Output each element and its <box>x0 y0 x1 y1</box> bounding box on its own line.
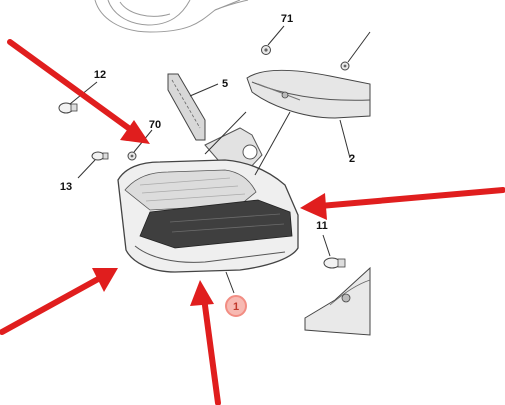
part-13-bulb <box>91 151 109 161</box>
lower-lamp-fragment <box>304 266 371 336</box>
highlight-marker <box>225 295 247 317</box>
callout-71: 71 <box>281 13 293 25</box>
callout-1: 1 <box>233 301 239 313</box>
part-71-screw <box>261 45 271 55</box>
arrow-bottom <box>190 280 221 405</box>
vehicle-outline <box>94 0 249 33</box>
part-12-bulb <box>58 102 78 114</box>
callout-12: 12 <box>94 69 106 81</box>
callout-2: 2 <box>349 153 355 165</box>
callout-11: 11 <box>316 220 328 232</box>
red-arrows <box>0 39 505 405</box>
upper-right-screw <box>340 61 350 71</box>
part-5-bracket <box>167 73 206 141</box>
part-1-tail-lamp <box>117 127 299 273</box>
arrow-right <box>300 187 505 220</box>
part-11-bulb <box>323 257 346 269</box>
part-2-upper-lamp <box>246 69 371 119</box>
arrow-lower-left <box>0 268 118 335</box>
arrow-top-left <box>7 39 150 144</box>
callout-5: 5 <box>222 78 228 90</box>
part-70-nut <box>127 151 137 161</box>
callout-13: 13 <box>60 181 72 193</box>
callout-70: 70 <box>149 119 161 131</box>
